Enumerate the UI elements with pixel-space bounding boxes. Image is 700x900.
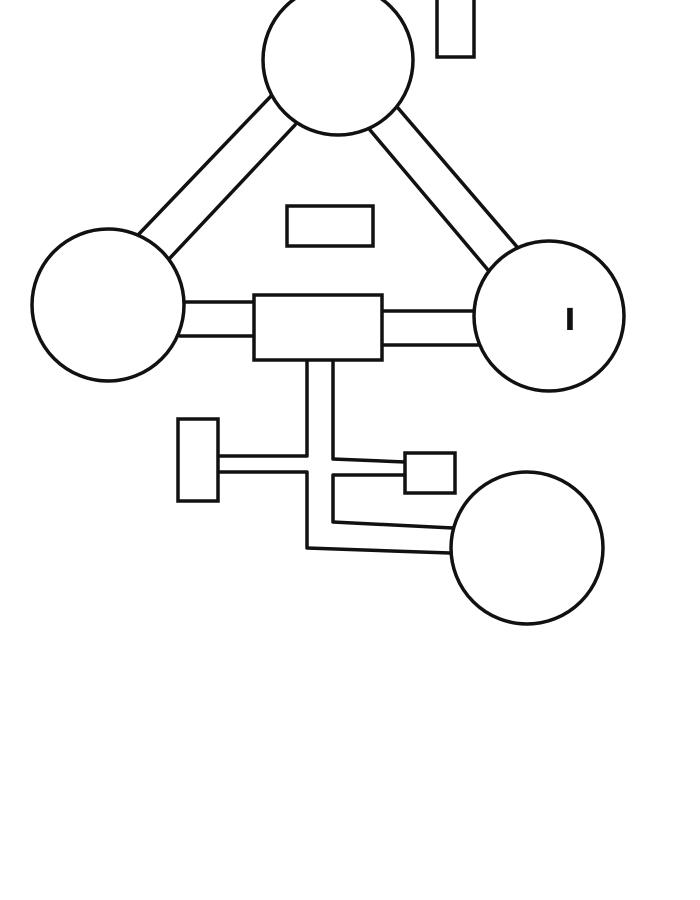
corridors [136, 93, 520, 555]
corridor-wall [396, 106, 520, 250]
rectangular-rooms [176, 0, 476, 503]
circular-rooms [30, 0, 626, 626]
room-center-small-rect [285, 204, 375, 248]
room-bottom-right-circle [449, 470, 605, 626]
right-room-label: I [564, 303, 575, 338]
corridor-wall [368, 128, 490, 272]
room-central-hall-rect [252, 293, 384, 362]
room-left-circle [30, 227, 186, 383]
corridor-wall [168, 123, 297, 260]
room-right-circle [472, 239, 626, 393]
corridor-wall [136, 93, 274, 237]
corridor-hall-to-right [382, 309, 481, 347]
corridor-wall [331, 360, 407, 464]
corridor-top-to-left [136, 93, 297, 260]
room-top-circle [261, 0, 415, 137]
corridor-trunk-and-branches [216, 358, 455, 555]
room-left-tall-rect [176, 417, 220, 503]
corridor-wall [216, 470, 452, 555]
room-right-small-square [403, 451, 457, 495]
corridor-top-to-right [368, 106, 520, 272]
corridor-wall [216, 358, 309, 458]
corridor-wall [331, 473, 455, 530]
room-top-right-small-rect [435, 0, 476, 59]
corridor-left-to-hall [178, 300, 258, 338]
